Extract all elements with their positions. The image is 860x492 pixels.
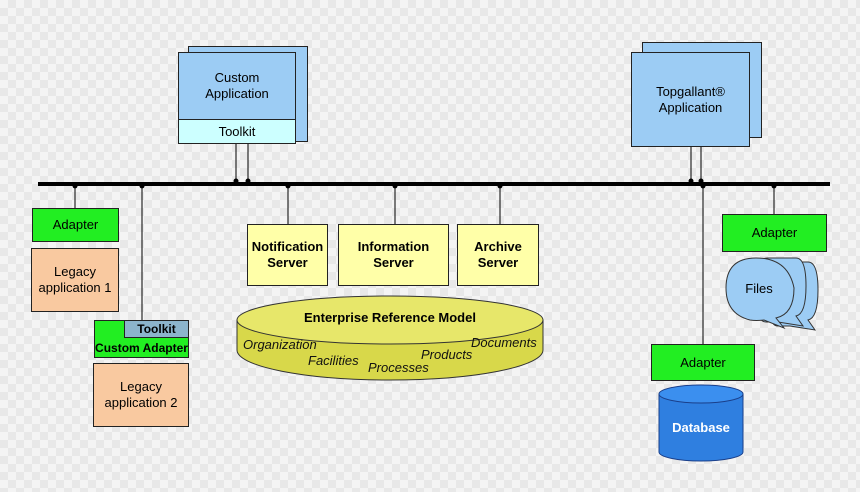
right-adapter-top-label: Adapter bbox=[751, 225, 798, 241]
legacy-application-1-label: Legacy application 1 bbox=[38, 264, 112, 295]
legacy-application-2-label: Legacy application 2 bbox=[104, 379, 178, 410]
database-cylinder bbox=[658, 384, 744, 462]
archive-server-label: Archive Server bbox=[474, 239, 522, 270]
erm-item-organization: Organization bbox=[243, 337, 317, 352]
files-label: Files bbox=[745, 281, 773, 296]
right-adapter-top-box: Adapter bbox=[722, 214, 827, 252]
archive-server-box: Archive Server bbox=[457, 224, 539, 286]
right-adapter-bottom-box: Adapter bbox=[651, 344, 755, 381]
custom-application-label: Custom Application bbox=[205, 70, 269, 101]
custom-application-toolkit-label: Toolkit bbox=[218, 123, 256, 139]
enterprise-reference-model-title: Enterprise Reference Model bbox=[304, 310, 476, 325]
files-stack bbox=[725, 257, 819, 331]
information-server-box: Information Server bbox=[338, 224, 449, 286]
topgallant-application-box: Topgallant® Application bbox=[631, 52, 750, 147]
custom-adapter-toolkit: Toolkit bbox=[124, 320, 189, 338]
erm-item-processes: Processes bbox=[368, 360, 429, 375]
custom-adapter-label: Custom Adapter bbox=[95, 340, 188, 355]
topgallant-application-label: Topgallant® Application bbox=[656, 83, 725, 115]
custom-application-box: Custom Application bbox=[178, 52, 296, 120]
legacy-application-2-box: Legacy application 2 bbox=[93, 363, 189, 427]
right-adapter-bottom-label: Adapter bbox=[680, 354, 726, 370]
notification-server-box: Notification Server bbox=[247, 224, 328, 286]
erm-item-products: Products bbox=[421, 347, 473, 362]
erm-item-facilities: Facilities bbox=[308, 353, 359, 368]
left-adapter-label: Adapter bbox=[52, 217, 99, 233]
left-adapter-box: Adapter bbox=[32, 208, 119, 242]
information-server-label: Information Server bbox=[357, 239, 430, 270]
notification-server-label: Notification Server bbox=[251, 239, 324, 270]
database-label: Database bbox=[672, 420, 730, 435]
enterprise-reference-model-cylinder bbox=[236, 295, 544, 381]
custom-application-toolkit: Toolkit bbox=[178, 119, 296, 144]
custom-adapter-toolkit-label: Toolkit bbox=[137, 321, 176, 336]
legacy-application-1-box: Legacy application 1 bbox=[31, 248, 119, 312]
erm-item-documents: Documents bbox=[471, 335, 537, 350]
